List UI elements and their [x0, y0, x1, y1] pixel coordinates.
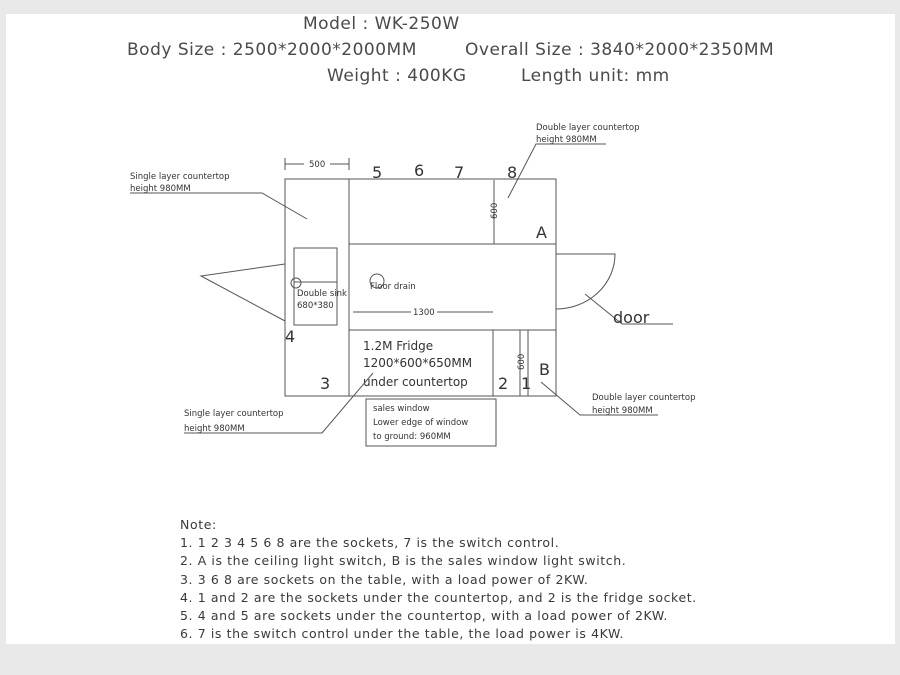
- drawing-sheet: [6, 14, 895, 644]
- length-unit-text: Length unit: mm: [521, 66, 670, 86]
- sales-window-label: sales window: [373, 404, 430, 414]
- socket-3-label: 3: [320, 374, 330, 393]
- sink-size: 680*380: [297, 301, 334, 311]
- sales-window-edge: Lower edge of window: [373, 418, 468, 428]
- model-text: Model : WK-250W: [303, 14, 460, 34]
- single-layer-bottom-leader: [184, 372, 374, 434]
- socket-2-label: 2: [498, 374, 508, 393]
- fridge-label: 1.2M Fridge: [363, 339, 433, 353]
- door-label: door: [613, 308, 650, 327]
- tow-hitch: [199, 263, 286, 322]
- note-item: 2. A is the ceiling light switch, B is t…: [180, 553, 627, 569]
- body-size-text: Body Size : 2500*2000*2000MM: [127, 40, 417, 60]
- notes-title: Note:: [180, 517, 217, 532]
- switch-b-label: B: [539, 360, 550, 379]
- single-layer-bottom-line1: Single layer countertop: [184, 409, 284, 419]
- dim-600-bottom-text: 600: [517, 354, 527, 370]
- dim-500-text: 500: [309, 160, 325, 170]
- dim-1300-bg: [411, 307, 437, 317]
- single-layer-top-leader: [130, 192, 308, 220]
- note-item: 6. 7 is the switch control under the tab…: [180, 626, 625, 642]
- dim-500-bg: [304, 158, 330, 168]
- dim-600-top-text: 600: [490, 203, 500, 219]
- double-layer-bottom-line2: height 980MM: [592, 406, 653, 416]
- double-layer-top-leader: [507, 143, 606, 199]
- fridge-size: 1200*600*650MM: [363, 356, 472, 370]
- socket-4-label: 4: [285, 327, 295, 346]
- single-layer-top-line2: height 980MM: [130, 184, 191, 194]
- dim-1300-text: 1300: [413, 308, 435, 318]
- sink-label: Double sink: [297, 289, 347, 299]
- socket-6-label: 6: [414, 161, 424, 180]
- notes-block: Note: 1. 1 2 3 4 5 6 8 are the sockets, …: [180, 516, 697, 643]
- note-item: 3. 3 6 8 are sockets on the table, with …: [180, 571, 589, 587]
- socket-4-circle: [290, 277, 302, 289]
- double-layer-bottom-line1: Double layer countertop: [592, 393, 695, 403]
- fridge-position: under countertop: [363, 375, 468, 389]
- note-item: 5. 4 and 5 are sockets under the counter…: [180, 608, 668, 624]
- socket-1-label: 1: [521, 374, 531, 393]
- sales-window-height: to ground: 960MM: [373, 432, 451, 442]
- single-layer-top-line1: Single layer countertop: [130, 172, 230, 182]
- fridge-box: [348, 329, 494, 397]
- note-item: 4. 1 and 2 are the sockets under the cou…: [180, 589, 697, 605]
- floor-drain-circle: [369, 273, 385, 289]
- overall-size-text: Overall Size : 3840*2000*2350MM: [465, 40, 775, 60]
- sink-box: [293, 247, 338, 326]
- floor-drain-label: Floor drain: [370, 282, 416, 292]
- sales-window-box: [365, 398, 497, 447]
- note-item: 1. 1 2 3 4 5 6 8 are the sockets, 7 is t…: [180, 535, 560, 551]
- double-layer-bottom-leader: [540, 381, 658, 416]
- socket-8-label: 8: [507, 163, 517, 182]
- switch-a-label: A: [536, 223, 547, 242]
- single-layer-bottom-line2: height 980MM: [184, 424, 245, 434]
- double-layer-top-line2: height 980MM: [536, 135, 597, 145]
- weight-text: Weight : 400KG: [327, 66, 467, 86]
- socket-5-label: 5: [372, 163, 382, 182]
- switch-7-label: 7: [454, 163, 464, 182]
- door-leader: [584, 293, 623, 325]
- door-swing: [555, 253, 616, 310]
- double-layer-top-line1: Double layer countertop: [536, 123, 639, 133]
